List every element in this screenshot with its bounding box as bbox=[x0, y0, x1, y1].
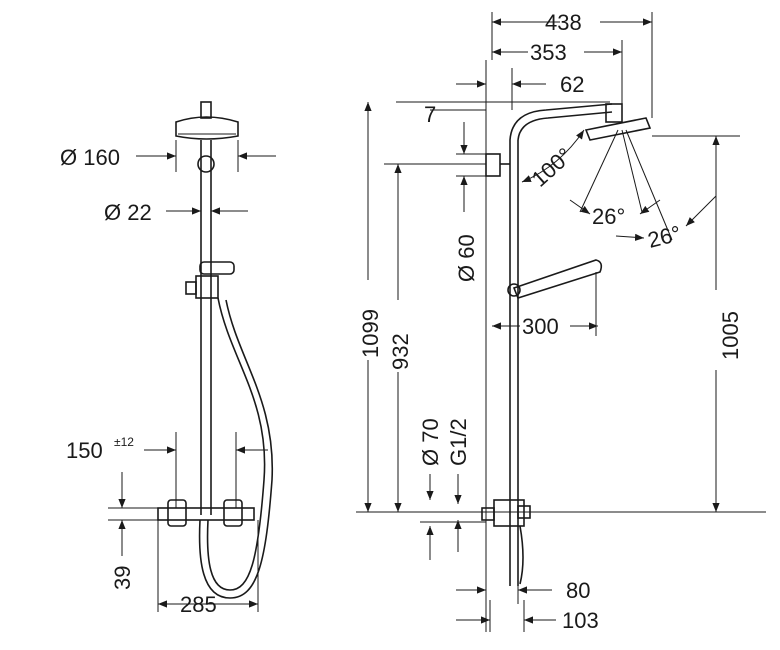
dim-head-diameter: Ø 160 bbox=[60, 145, 120, 170]
dim-bracket-diameter: Ø 60 bbox=[454, 234, 479, 282]
thermostat-handle-left bbox=[167, 499, 187, 527]
thermostat-body bbox=[157, 507, 255, 521]
dim-height-total: 1099 bbox=[358, 309, 383, 358]
top-cap bbox=[200, 101, 212, 119]
arm-joint bbox=[197, 155, 215, 173]
dim-thermostat-height: 39 bbox=[110, 566, 135, 590]
dim-pipe-to-wall: 62 bbox=[560, 72, 584, 97]
front-view: Ø 160 Ø 22 150 ±12 39 285 bbox=[60, 101, 276, 617]
dim-centers: 150 bbox=[66, 438, 103, 463]
side-arm bbox=[509, 103, 613, 141]
hand-shower-holder bbox=[199, 261, 235, 275]
dim-total-projection: 438 bbox=[545, 10, 582, 35]
dim-pipe-diameter: Ø 22 bbox=[104, 200, 152, 225]
wall-bracket bbox=[485, 153, 501, 177]
dim-head-projection: 353 bbox=[530, 40, 567, 65]
dim-connection-diameter: Ø 70 bbox=[418, 418, 443, 466]
dim-depth-small: 80 bbox=[566, 578, 590, 603]
dim-head-angle-2: 26° bbox=[645, 221, 683, 253]
dim-height-head: 1005 bbox=[718, 311, 743, 360]
slider bbox=[195, 275, 219, 299]
dim-thermostat-width: 285 bbox=[180, 592, 217, 617]
dim-centers-tolerance: ±12 bbox=[114, 435, 134, 449]
dim-hand-shower-reach: 300 bbox=[522, 314, 559, 339]
thermostat-handle-right bbox=[223, 499, 243, 527]
dim-head-tilt: 100° bbox=[527, 143, 578, 192]
side-hose bbox=[519, 525, 524, 585]
side-thermostat bbox=[493, 499, 525, 527]
head-joint bbox=[605, 103, 623, 123]
dim-thread: G1/2 bbox=[446, 418, 471, 466]
dim-bracket-offset: 7 bbox=[424, 102, 436, 127]
dim-height-bracket: 932 bbox=[388, 333, 413, 370]
side-view: 438 353 62 7 Ø 60 100° 26° 26° bbox=[356, 10, 766, 633]
side-head-shower bbox=[584, 117, 652, 141]
slider-knob bbox=[185, 281, 197, 295]
dim-depth-large: 103 bbox=[562, 608, 599, 633]
side-hand-shower bbox=[512, 259, 603, 299]
head-shower-front bbox=[175, 116, 239, 140]
dim-head-angle-1: 26° bbox=[592, 204, 625, 229]
